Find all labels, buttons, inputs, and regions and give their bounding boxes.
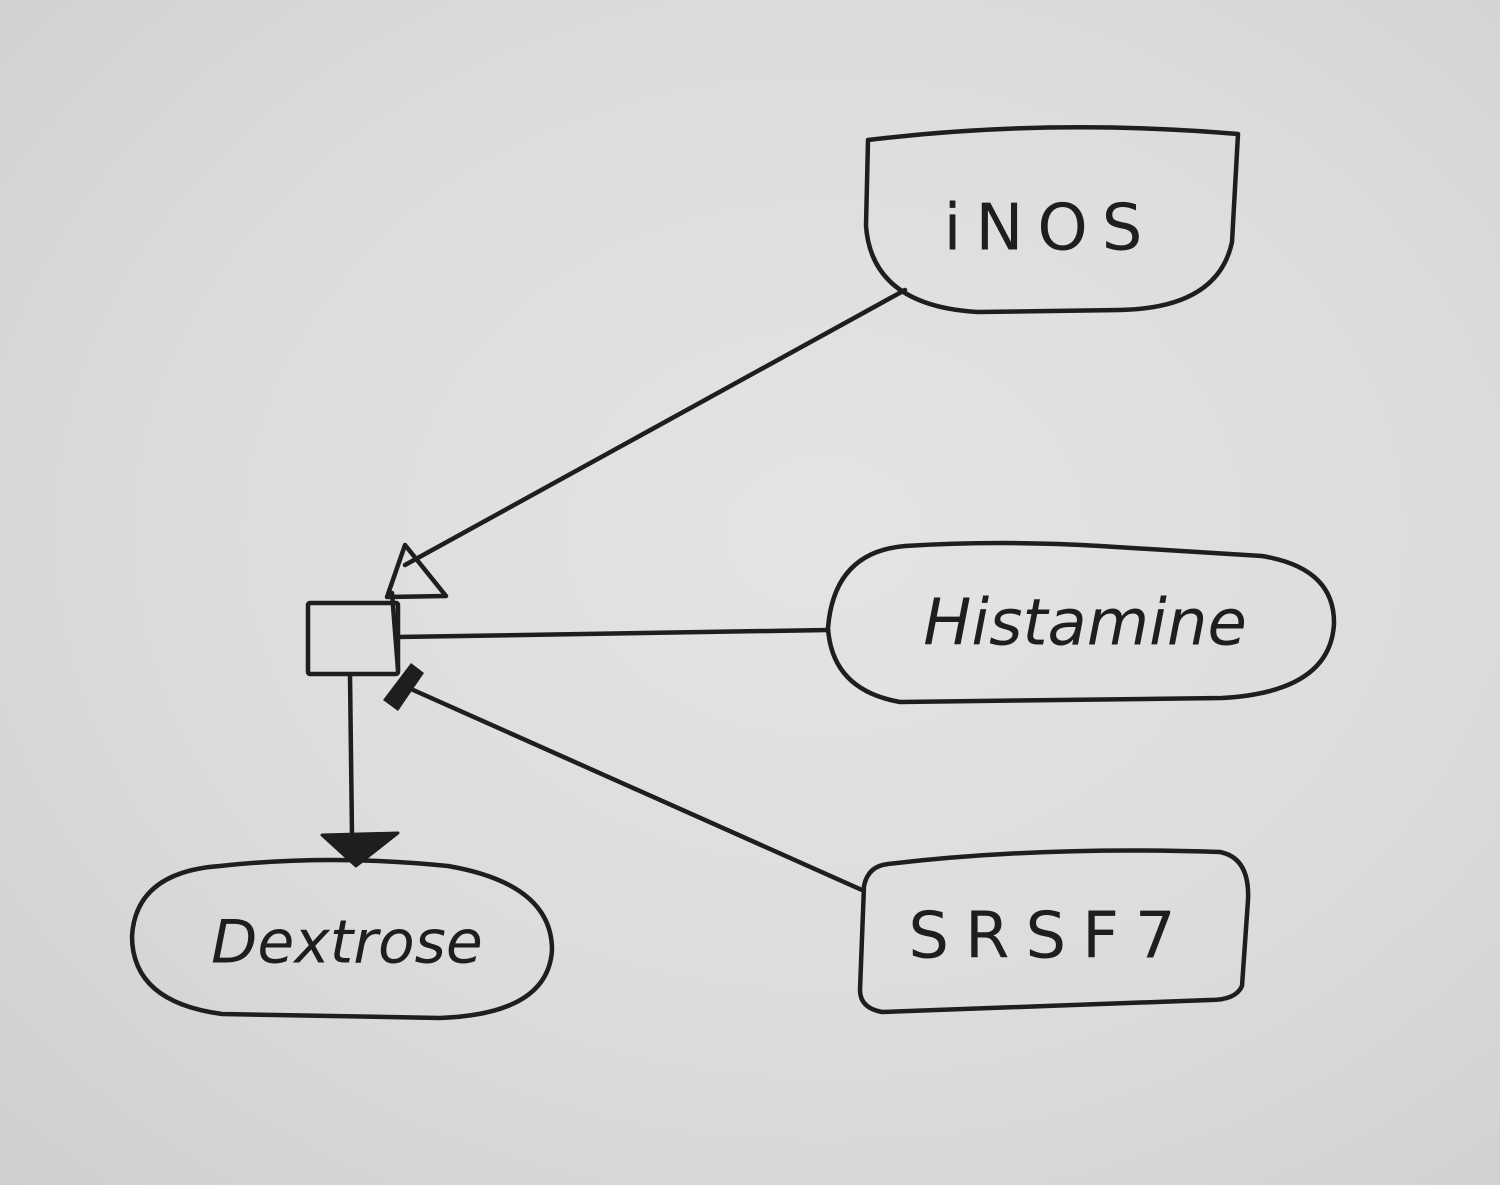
inhibition-bar-icon bbox=[383, 663, 424, 711]
node-inos-label: iNOS bbox=[944, 192, 1157, 266]
node-srsf7-label: SRSF7 bbox=[908, 900, 1191, 974]
edge-inos-stimulation bbox=[402, 287, 908, 568]
edge-srsf7-inhibition bbox=[399, 682, 865, 893]
node-srsf7: SRSF7 bbox=[857, 848, 1251, 1015]
node-dextrose-shape bbox=[129, 857, 555, 1021]
production-arrowhead-icon bbox=[320, 831, 400, 868]
node-histamine-label: Histamine bbox=[923, 587, 1247, 661]
stimulation-arrowhead-icon bbox=[384, 542, 449, 600]
node-histamine: Histamine bbox=[825, 540, 1337, 705]
node-dextrose-label: Dextrose bbox=[211, 908, 483, 978]
node-inos: iNOS bbox=[863, 125, 1241, 315]
process-node-stroke bbox=[389, 590, 401, 673]
node-srsf7-shape bbox=[857, 848, 1251, 1015]
process-node bbox=[305, 600, 401, 677]
edge-histamine-association bbox=[395, 627, 831, 640]
edge-process-to-dextrose bbox=[347, 672, 355, 838]
node-inos-shape bbox=[863, 125, 1241, 315]
node-dextrose: Dextrose bbox=[129, 857, 555, 1021]
node-histamine-shape bbox=[825, 540, 1337, 705]
